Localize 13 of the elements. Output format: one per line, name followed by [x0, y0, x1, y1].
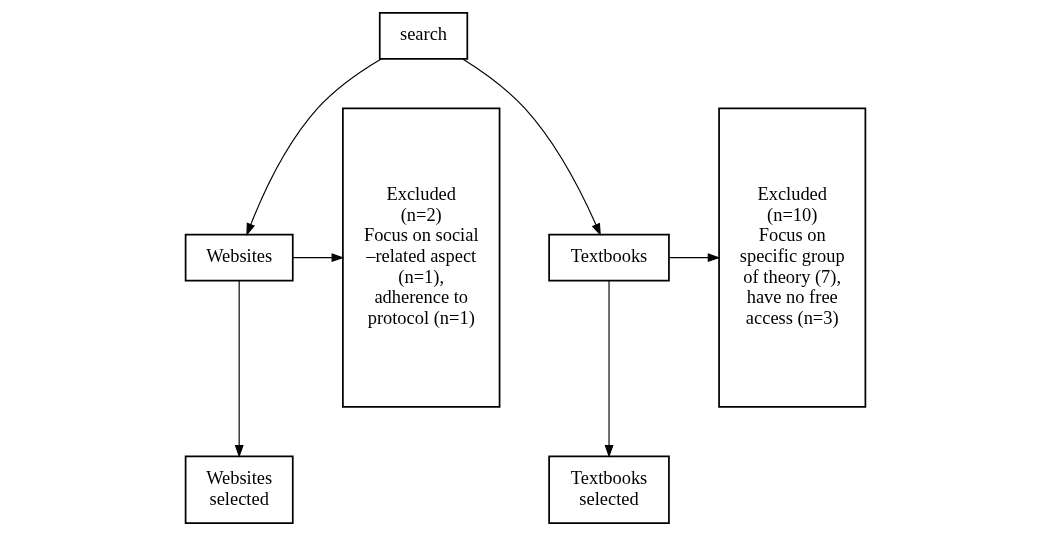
- arrow: [461, 58, 601, 237]
- node-box: Excluded (n=10) Focus on specific group of theory (7), have no free access (n=3): [717, 107, 866, 408]
- arrow: [604, 280, 613, 458]
- node-box: Excluded (n=2) Focus on social –related aspect (n=1), adherence to protocol (n=1): [341, 107, 500, 408]
- node-box: Websites: [184, 233, 294, 282]
- arrow: [291, 253, 344, 263]
- arrow: [234, 280, 244, 458]
- node-box: Websites selected: [184, 455, 294, 525]
- node-box: search: [378, 11, 468, 60]
- node-box: Textbooks selected: [547, 455, 670, 525]
- arrow: [245, 58, 382, 236]
- arrow: [668, 253, 720, 263]
- node-box: Textbooks: [547, 233, 670, 282]
